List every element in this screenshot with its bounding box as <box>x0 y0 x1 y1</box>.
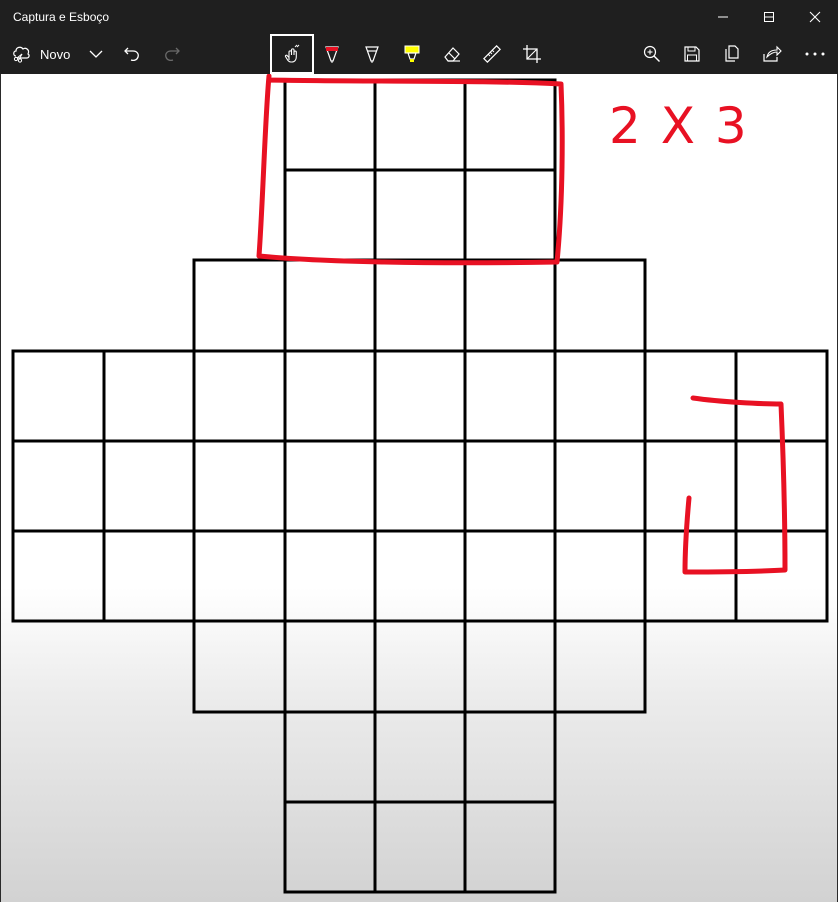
new-snip-dropdown[interactable] <box>84 34 108 74</box>
crop-icon <box>523 45 541 63</box>
ballpoint-pen-icon <box>325 46 339 63</box>
pencil-icon <box>365 46 379 63</box>
copy-icon <box>725 45 739 62</box>
ink-annotations <box>256 74 788 575</box>
chevron-down-icon <box>89 50 103 58</box>
title-bar: Captura e Esboço <box>0 0 838 34</box>
undo-icon <box>124 47 139 62</box>
new-snip-button[interactable]: Novo <box>12 34 82 74</box>
minimize-icon-2 <box>718 16 728 18</box>
more-icon <box>805 52 825 56</box>
highlighter-icon <box>404 45 420 62</box>
snip-canvas[interactable]: 2 X 3 <box>0 74 838 902</box>
minimize-button-2[interactable] <box>700 0 746 34</box>
eraser-button[interactable] <box>438 34 466 74</box>
share-icon <box>763 45 782 62</box>
grid-net <box>11 78 829 894</box>
undo-button[interactable] <box>118 34 146 74</box>
ballpoint-pen-button[interactable] <box>318 34 346 74</box>
save-button[interactable] <box>678 34 706 74</box>
share-button[interactable] <box>758 34 786 74</box>
ink-text-2x3: 2 X 3 <box>609 97 749 155</box>
eraser-icon <box>444 47 460 62</box>
copy-button[interactable] <box>718 34 746 74</box>
ink-rectangle <box>256 74 565 266</box>
minimize-icon <box>764 16 774 18</box>
close-button[interactable] <box>792 0 838 34</box>
redo-button[interactable] <box>158 34 186 74</box>
new-snip-icon <box>13 46 30 63</box>
app-title: Captura e Esboço <box>13 10 110 24</box>
zoom-button[interactable] <box>638 34 666 74</box>
new-snip-label: Novo <box>40 46 71 62</box>
touch-writing-icon <box>284 44 300 63</box>
redo-icon <box>165 47 180 62</box>
minimize-button[interactable] <box>746 0 792 34</box>
save-icon <box>684 46 700 62</box>
toolbar: Novo <box>0 34 838 74</box>
ruler-button[interactable] <box>478 34 506 74</box>
more-button[interactable] <box>800 34 830 74</box>
close-icon <box>809 11 821 23</box>
maximize-icon <box>764 12 774 22</box>
ruler-icon <box>483 45 501 63</box>
pencil-button[interactable] <box>358 34 386 74</box>
touch-writing-button[interactable] <box>270 34 314 74</box>
crop-button[interactable] <box>518 34 546 74</box>
captured-drawing: 2 X 3 <box>11 74 829 894</box>
highlighter-button[interactable] <box>398 34 426 74</box>
zoom-icon <box>643 45 660 62</box>
ink-bracket <box>682 395 788 575</box>
maximize-button-2[interactable] <box>746 0 792 34</box>
